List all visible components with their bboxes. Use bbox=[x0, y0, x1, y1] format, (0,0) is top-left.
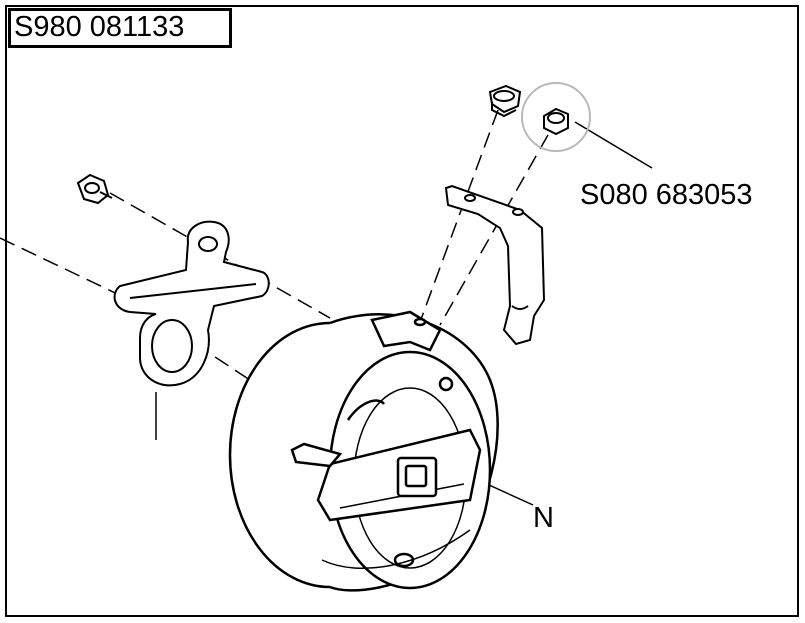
dash-line-screw-2 bbox=[439, 134, 549, 326]
highlight-circle bbox=[521, 82, 591, 152]
screw-part-number-label: S080 683053 bbox=[580, 179, 753, 211]
leader-line-left bbox=[0, 237, 131, 301]
screw-part-1 bbox=[488, 84, 522, 118]
part-number-box bbox=[8, 8, 232, 48]
retainer-plate-part bbox=[113, 220, 270, 387]
spring-plate-part bbox=[444, 184, 546, 346]
callout-n-label: N bbox=[533, 502, 554, 534]
bobbin-case-body bbox=[228, 310, 499, 592]
leader-line-screw bbox=[574, 121, 653, 169]
small-screw-part bbox=[76, 173, 113, 205]
diagram-border bbox=[5, 5, 799, 617]
dash-line-screw-1 bbox=[419, 109, 499, 323]
screw-part-2 bbox=[543, 107, 569, 136]
part-number-label: S980 081133 bbox=[14, 11, 185, 43]
